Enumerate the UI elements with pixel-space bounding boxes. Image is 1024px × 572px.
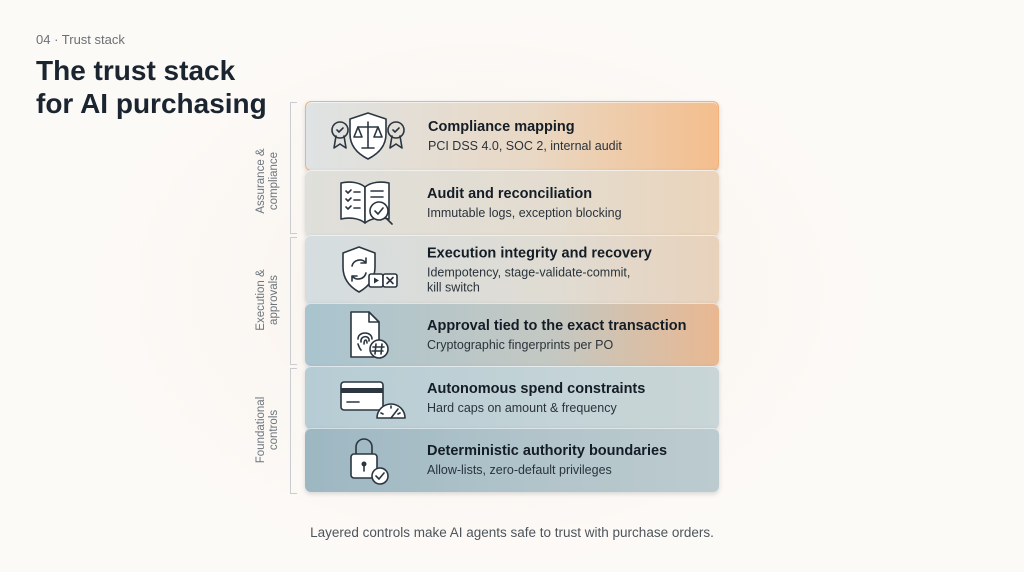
layer-audit-reconciliation: Audit and reconciliation Immutable logs,…: [305, 170, 719, 236]
footer-caption: Layered controls make AI agents safe to …: [310, 525, 714, 540]
shield-scales-icon: [328, 110, 408, 162]
layer-title: Compliance mapping: [428, 119, 575, 135]
fingerprint-document-icon: [327, 309, 407, 361]
layer-title: Deterministic authority boundaries: [427, 443, 668, 459]
shield-recovery-icon: [327, 244, 407, 296]
group-bracket-execution: [290, 237, 297, 365]
layer-subtitle: Cryptographic fingerprints per PO: [427, 337, 614, 352]
group-bracket-foundational: [290, 368, 297, 494]
layer-execution-integrity: Execution integrity and recovery Idempot…: [305, 235, 719, 304]
layer-title: Approval tied to the exact transaction: [427, 317, 687, 334]
section-kicker: 04 · Trust stack: [36, 32, 125, 47]
group-label-execution: Execution &approvals: [255, 269, 280, 331]
layer-compliance-mapping: Compliance mapping PCI DSS 4.0, SOC 2, i…: [305, 101, 719, 171]
lock-check-icon: [327, 434, 407, 486]
layer-subtitle: Immutable logs, exception blocking: [427, 206, 622, 220]
layer-approval-tied: Approval tied to the exact transaction C…: [305, 303, 719, 366]
layer-subtitle: Idempotency, stage-validate-commit, kill…: [427, 265, 631, 294]
layer-title: Execution integrity and recovery: [427, 245, 652, 261]
layer-title: Autonomous spend constraints: [427, 380, 646, 397]
group-bracket-assurance: [290, 102, 297, 234]
card-gauge-icon: [327, 372, 407, 424]
layer-subtitle: Hard caps on amount & frequency: [427, 400, 617, 415]
title-line-1: The trust stack: [36, 55, 236, 86]
audit-book-icon: [327, 177, 407, 229]
layer-authority-boundaries: Deterministic authority boundaries Allow…: [305, 428, 719, 492]
title-line-2: for AI purchasing: [36, 88, 267, 119]
page-title: The trust stack for AI purchasing: [36, 54, 267, 120]
layer-subtitle: Allow-lists, zero-default privileges: [427, 463, 612, 477]
layer-spend-constraints: Autonomous spend constraints Hard caps o…: [305, 366, 719, 429]
layer-title: Audit and reconciliation: [427, 186, 593, 202]
layer-subtitle: PCI DSS 4.0, SOC 2, internal audit: [428, 139, 622, 153]
